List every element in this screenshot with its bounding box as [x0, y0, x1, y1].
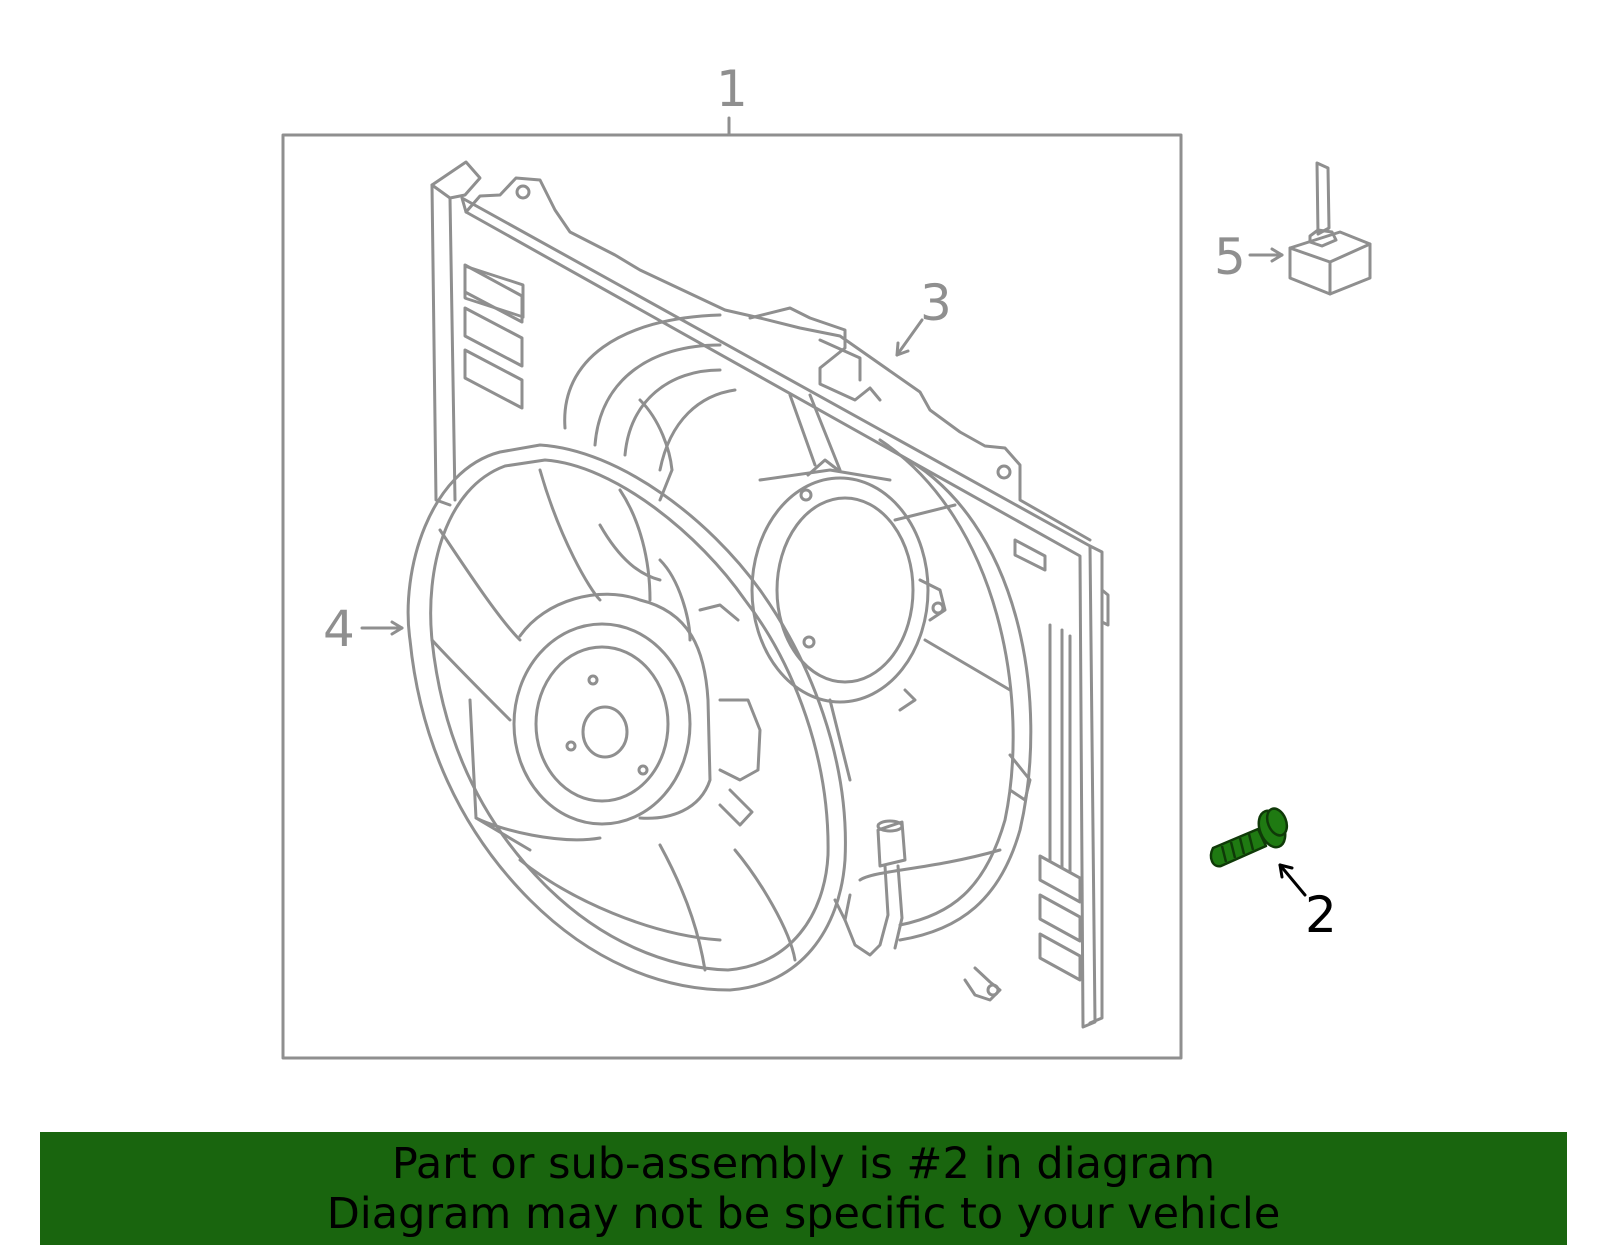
callout-3-leader	[895, 318, 924, 357]
assembly-frame	[281, 133, 1183, 1060]
info-banner: Part or sub-assembly is #2 in diagram Di…	[40, 1132, 1567, 1245]
fan-shroud	[430, 160, 1110, 1029]
fan-blade-assembly	[406, 398, 847, 992]
callout-1: 1	[716, 60, 748, 118]
part-2-bolt	[1209, 807, 1289, 868]
callout-3: 3	[920, 274, 952, 332]
callout-2: 2	[1305, 886, 1337, 944]
banner-line-1: Part or sub-assembly is #2 in diagram	[391, 1138, 1216, 1189]
banner-line-2: Diagram may not be specific to your vehi…	[326, 1188, 1281, 1239]
callout-5: 5	[1214, 228, 1246, 286]
callout-4: 4	[323, 600, 355, 658]
callout-2-leader	[1278, 863, 1307, 897]
part-5-clip	[1248, 161, 1372, 296]
